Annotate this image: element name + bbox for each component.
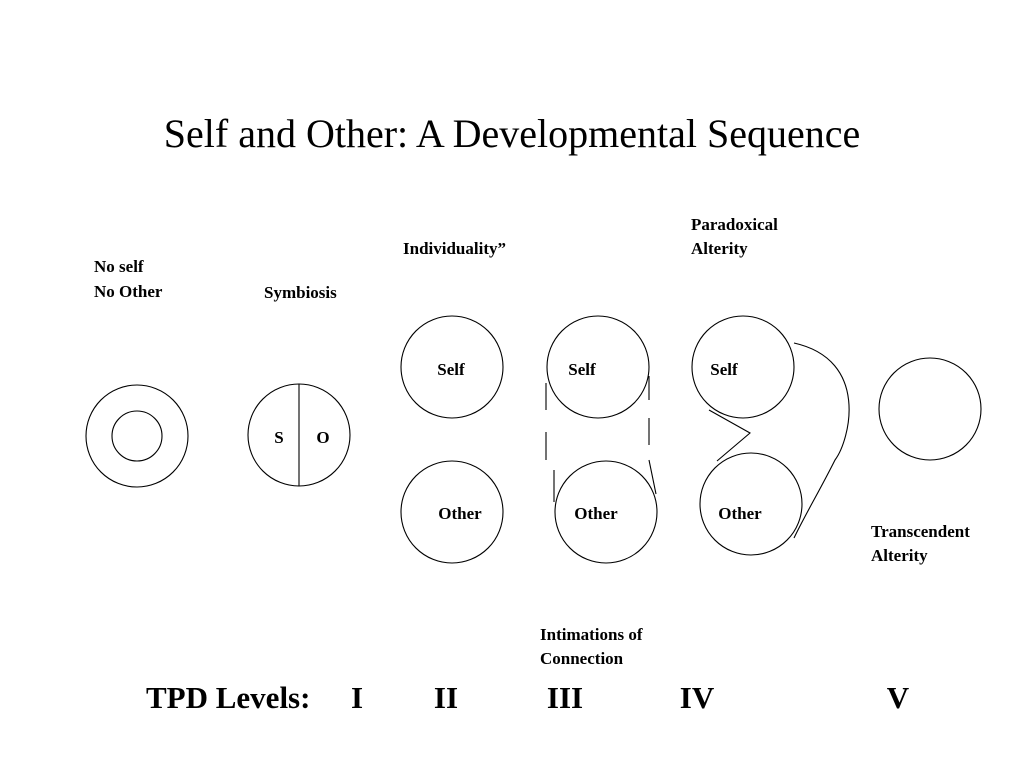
caption-individuality: Individuality” <box>403 239 506 258</box>
self-circle-stage-5 <box>691 315 795 419</box>
level-iii: III <box>547 680 583 715</box>
other-circle-stage-5 <box>699 452 803 556</box>
other-label-stage-3: Other <box>438 504 482 523</box>
level-v: V <box>887 680 910 715</box>
caption-no-other: No Other <box>94 282 163 301</box>
caption-no-self: No self <box>94 257 144 276</box>
self-label-stage-5: Self <box>710 360 738 379</box>
caption-transcendent-alterity: Alterity <box>871 546 928 565</box>
self-circle-stage-4 <box>546 315 650 419</box>
caption-paradoxical-alterity: Alterity <box>691 239 748 258</box>
tpd-levels-label: TPD Levels: <box>146 680 310 715</box>
transcendent-circle <box>878 357 982 461</box>
other-label-stage-5: Other <box>718 504 762 523</box>
level-iv: IV <box>680 680 715 715</box>
other-label-stage-4: Other <box>574 504 618 523</box>
other-circle-stage-4 <box>554 460 658 564</box>
connection-dashes <box>545 376 657 502</box>
self-label-stage-3: Self <box>437 360 465 379</box>
self-circle-stage-3 <box>400 315 504 419</box>
caption-intimations: Intimations of <box>540 625 643 644</box>
inner-circle-stage-1 <box>111 410 163 462</box>
caption-transcendent: Transcendent <box>871 522 970 541</box>
level-i: I <box>351 680 363 715</box>
caption-connection: Connection <box>540 649 624 668</box>
symbiosis-self-letter: S <box>274 428 283 447</box>
outer-circle-stage-1 <box>85 384 189 488</box>
level-ii: II <box>434 680 458 715</box>
caption-symbiosis: Symbiosis <box>264 283 337 302</box>
caption-paradoxical: Paradoxical <box>691 215 778 234</box>
enclosing-arc <box>793 342 850 539</box>
zigzag-connector <box>708 409 751 462</box>
other-circle-stage-3 <box>400 460 504 564</box>
self-label-stage-4: Self <box>568 360 596 379</box>
symbiosis-other-letter: O <box>316 428 329 447</box>
slide-title: Self and Other: A Developmental Sequence <box>163 111 861 156</box>
